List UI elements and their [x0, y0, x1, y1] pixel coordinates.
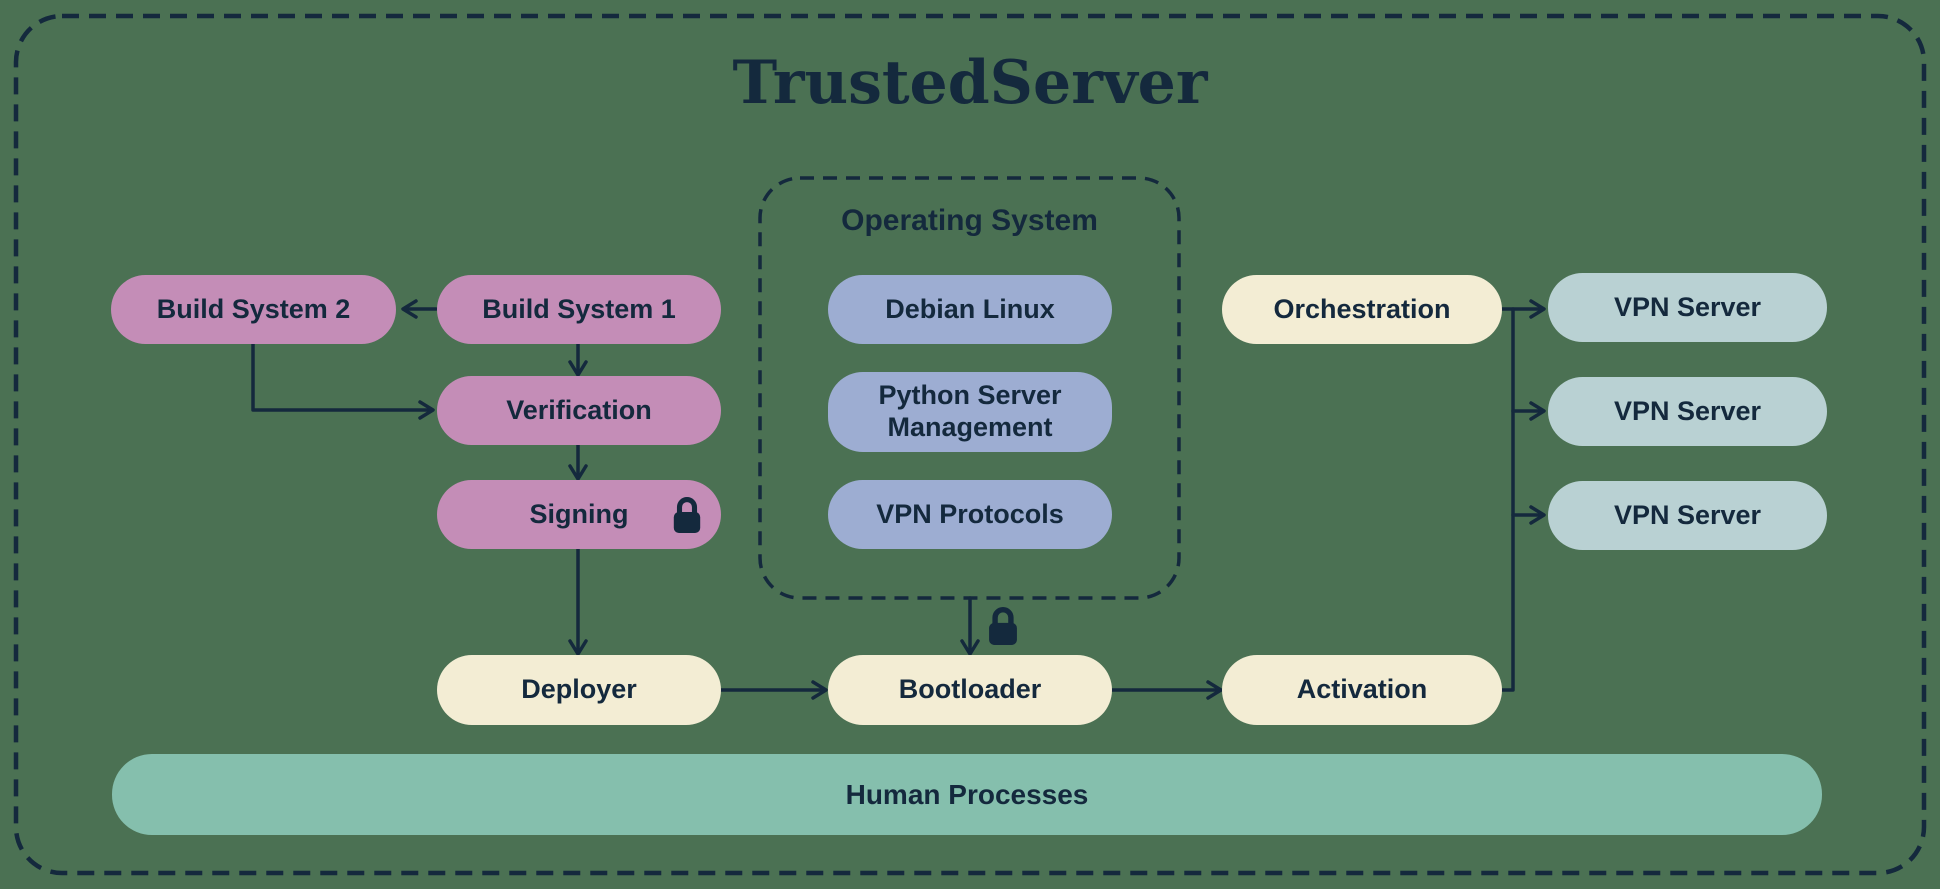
node-label: Activation — [1296, 674, 1428, 705]
node-label: VPN Protocols — [876, 498, 1064, 529]
node-label: Human Processes — [845, 778, 1089, 810]
edge-orchestration-to-vpn1 — [1500, 299, 1546, 319]
edge-trunk-activation — [1500, 307, 1515, 692]
node-vpn-server-1: VPN Server — [1548, 273, 1827, 342]
lock-icon — [989, 607, 1017, 645]
node-label: Build System 1 — [482, 293, 676, 324]
edge-trunk-to-vpn3 — [1511, 505, 1546, 525]
edge-signing-to-deployer — [568, 547, 588, 656]
human-processes-bar: Human Processes — [112, 754, 1822, 835]
node-label: VPN Server — [1613, 395, 1762, 426]
node-activation: Activation — [1222, 655, 1502, 725]
node-verification: Verification — [437, 376, 721, 445]
edge-bootloader-to-activation — [1110, 680, 1223, 700]
node-deployer: Deployer — [437, 655, 721, 725]
node-label: Orchestration — [1273, 293, 1451, 324]
node-label: Build System 2 — [156, 293, 351, 324]
edge-deployer-to-bootloader — [719, 680, 828, 700]
node-orchestration: Orchestration — [1222, 275, 1502, 344]
operating-system-group-label: Operating System — [841, 204, 1098, 237]
node-signing: Signing — [437, 480, 721, 549]
node-build-system-1: Build System 1 — [437, 275, 721, 344]
node-build-system-2: Build System 2 — [111, 275, 396, 344]
node-label: VPN Server — [1613, 291, 1762, 322]
outer-dashed-border — [13, 13, 1927, 876]
node-python-server-management: Python Server Management — [828, 372, 1112, 452]
edge-build1-to-build2 — [401, 299, 438, 319]
node-label: Debian Linux — [885, 293, 1055, 324]
edge-build1-to-verification — [568, 342, 588, 377]
node-vpn-server-2: VPN Server — [1548, 377, 1827, 446]
node-label: Bootloader — [898, 674, 1042, 705]
page-title: TrustedServer — [732, 48, 1208, 118]
node-vpn-server-3: VPN Server — [1548, 481, 1827, 550]
lock-icon — [673, 496, 701, 533]
node-debian-linux: Debian Linux — [828, 275, 1112, 344]
node-vpn-protocols: VPN Protocols — [828, 480, 1112, 549]
node-label: Deployer — [521, 674, 637, 705]
node-label: Verification — [506, 394, 652, 425]
edge-build2-to-verification — [251, 342, 435, 420]
edge-trunk-to-vpn2 — [1511, 401, 1546, 421]
node-label: Signing — [529, 498, 629, 529]
node-label: VPN Server — [1613, 499, 1762, 530]
edge-os-to-bootloader — [960, 596, 980, 656]
edge-verification-to-signing — [568, 443, 588, 481]
node-bootloader: Bootloader — [828, 655, 1112, 725]
node-label: Python Server Management — [878, 380, 1062, 442]
